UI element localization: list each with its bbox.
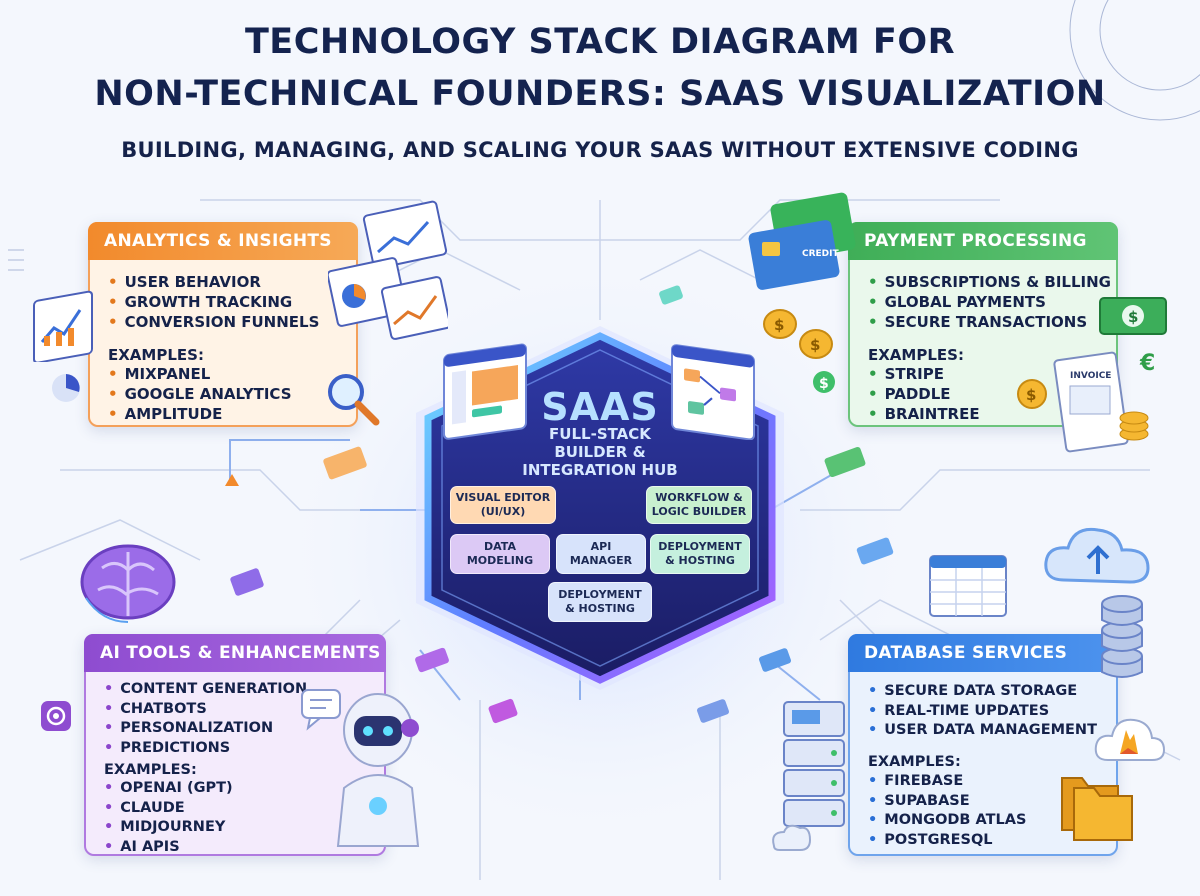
list-item: PADDLE [868, 384, 980, 404]
module-label: DATA [484, 540, 516, 553]
svg-text:$: $ [1128, 308, 1138, 326]
module-label: DEPLOYMENT [658, 540, 742, 553]
workflow-window-icon [671, 344, 755, 440]
ai-card-title: AI TOOLS & ENHANCEMENTS [84, 634, 386, 672]
module-label: VISUAL EDITOR [455, 491, 551, 504]
payment-feature-list: SUBSCRIPTIONS & BILLING GLOBAL PAYMENTS … [868, 272, 1111, 332]
list-item: MIXPANEL [108, 364, 292, 384]
list-item: POSTGRESQL [868, 831, 1026, 851]
card-text: CREDIT [802, 249, 840, 259]
robot-icon [301, 689, 420, 847]
list-item: SUPABASE [868, 792, 1026, 812]
analytics-examples-label: EXAMPLES: [108, 346, 204, 364]
database-card-title: DATABASE SERVICES [848, 634, 1118, 672]
list-item: AMPLITUDE [108, 404, 292, 424]
euro-icon: € [1139, 351, 1155, 376]
svg-text:€: € [1139, 351, 1155, 376]
database-card: DATABASE SERVICES SECURE DATA STORAGE RE… [848, 634, 1118, 856]
database-feature-list: SECURE DATA STORAGE REAL-TIME UPDATES US… [868, 682, 1097, 741]
magnifier-icon [328, 374, 380, 426]
ai-tools-card: AI TOOLS & ENHANCEMENTS CONTENT GENERATI… [84, 634, 386, 856]
coins-icon: $ $ $ [763, 309, 835, 393]
list-item: USER DATA MANAGEMENT [868, 721, 1097, 741]
credit-card-icon: CREDIT [748, 192, 856, 290]
invoice-icon: INVOICE $ [1017, 351, 1149, 453]
folder-icon [1061, 777, 1133, 841]
hub-subtitle-line-1: FULL-STACK [549, 425, 651, 443]
module-visual-editor: VISUAL EDITOR(UI/UX) [450, 486, 556, 524]
ai-examples-label: EXAMPLES: [104, 762, 197, 778]
analytics-card: ANALYTICS & INSIGHTS USER BEHAVIOR GROWT… [88, 222, 358, 427]
payment-card-title: PAYMENT PROCESSING [848, 222, 1118, 260]
module-label: DEPLOYMENT [558, 588, 642, 601]
payment-examples-list: STRIPE PADDLE BRAINTREE [868, 364, 980, 424]
cloud-upload-icon [1044, 527, 1150, 584]
module-label: & HOSTING [665, 554, 735, 567]
svg-text:$: $ [1026, 386, 1036, 404]
list-item: MONGODB ATLAS [868, 811, 1026, 831]
list-item: GOOGLE ANALYTICS [108, 384, 292, 404]
module-label: MANAGER [569, 554, 633, 567]
list-item: USER BEHAVIOR [108, 272, 319, 292]
analytics-card-title: ANALYTICS & INSIGHTS [88, 222, 358, 260]
list-item: REAL-TIME UPDATES [868, 702, 1097, 722]
module-label: MODELING [466, 554, 534, 567]
visual-editor-window-icon [443, 343, 527, 440]
brain-icon [80, 544, 176, 623]
list-item: GROWTH TRACKING [108, 292, 319, 312]
database-examples-label: EXAMPLES: [868, 754, 961, 770]
list-item: STRIPE [868, 364, 980, 384]
list-item: SECURE DATA STORAGE [868, 682, 1097, 702]
svg-text:$: $ [774, 316, 784, 334]
analytics-feature-list: USER BEHAVIOR GROWTH TRACKING CONVERSION… [108, 272, 320, 332]
server-rack-icon [772, 701, 845, 851]
payment-examples-label: EXAMPLES: [868, 346, 964, 364]
module-deployment-hosting-2: DEPLOYMENT& HOSTING [548, 582, 652, 622]
module-deployment-hosting: DEPLOYMENT& HOSTING [650, 534, 750, 574]
module-label: WORKFLOW & [655, 491, 743, 504]
ai-examples-list: OPENAI (GPT) CLAUDE MIDJOURNEY AI APIS [104, 779, 233, 858]
invoice-text: INVOICE [1070, 371, 1111, 381]
module-label: (UI/UX) [480, 505, 526, 518]
list-item: SUBSCRIPTIONS & BILLING [868, 272, 1111, 292]
list-item: MIDJOURNEY [104, 818, 233, 838]
database-stack-icon [1101, 595, 1143, 678]
list-item: GLOBAL PAYMENTS [868, 292, 1111, 312]
page-subtitle: BUILDING, MANAGING, AND SCALING YOUR SAA… [121, 138, 1079, 162]
pie-chart-icon [52, 374, 80, 402]
list-item: OPENAI (GPT) [104, 779, 232, 799]
dashboard-screens-icon [328, 200, 448, 340]
firebase-cloud-icon [1094, 718, 1166, 761]
hub-subtitle-line-3: INTEGRATION HUB [522, 461, 678, 479]
analytics-examples-list: MIXPANEL GOOGLE ANALYTICS AMPLITUDE [108, 364, 292, 424]
list-item: PERSONALIZATION [104, 719, 307, 739]
database-examples-list: FIREBASE SUPABASE MONGODB ATLAS POSTGRES… [868, 772, 1026, 850]
svg-text:$: $ [810, 336, 820, 354]
list-item: CONVERSION FUNNELS [108, 312, 320, 332]
list-item: FIREBASE [868, 772, 1026, 792]
svg-text:$: $ [819, 376, 829, 392]
cash-icon: $ [1099, 297, 1167, 335]
page-title-line-1: TECHNOLOGY STACK DIAGRAM FOR [244, 22, 956, 62]
list-item: SECURE TRANSACTIONS [868, 312, 1111, 332]
module-workflow-logic-builder: WORKFLOW &LOGIC BUILDER [646, 486, 752, 524]
spreadsheet-icon [929, 555, 1007, 617]
list-item: BRAINTREE [868, 404, 980, 424]
hub-title: SAAS [541, 385, 659, 429]
line-chart-screen-icon [33, 290, 93, 362]
module-label: LOGIC BUILDER [651, 505, 747, 518]
module-label: API [590, 540, 612, 553]
list-item: CLAUDE [104, 799, 233, 819]
page-title-line-2: NON-TECHNICAL FOUNDERS: SAAS VISUALIZATI… [94, 74, 1106, 114]
module-label: & HOSTING [565, 602, 635, 615]
hub-subtitle-line-2: BUILDER & [554, 443, 646, 461]
list-item: PREDICTIONS [104, 739, 307, 759]
ai-feature-list: CONTENT GENERATION CHATBOTS PERSONALIZAT… [104, 680, 307, 758]
list-item: AI APIS [104, 838, 233, 858]
list-item: CONTENT GENERATION [104, 680, 307, 700]
list-item: CHATBOTS [104, 700, 307, 720]
openai-logo-icon [41, 701, 71, 731]
